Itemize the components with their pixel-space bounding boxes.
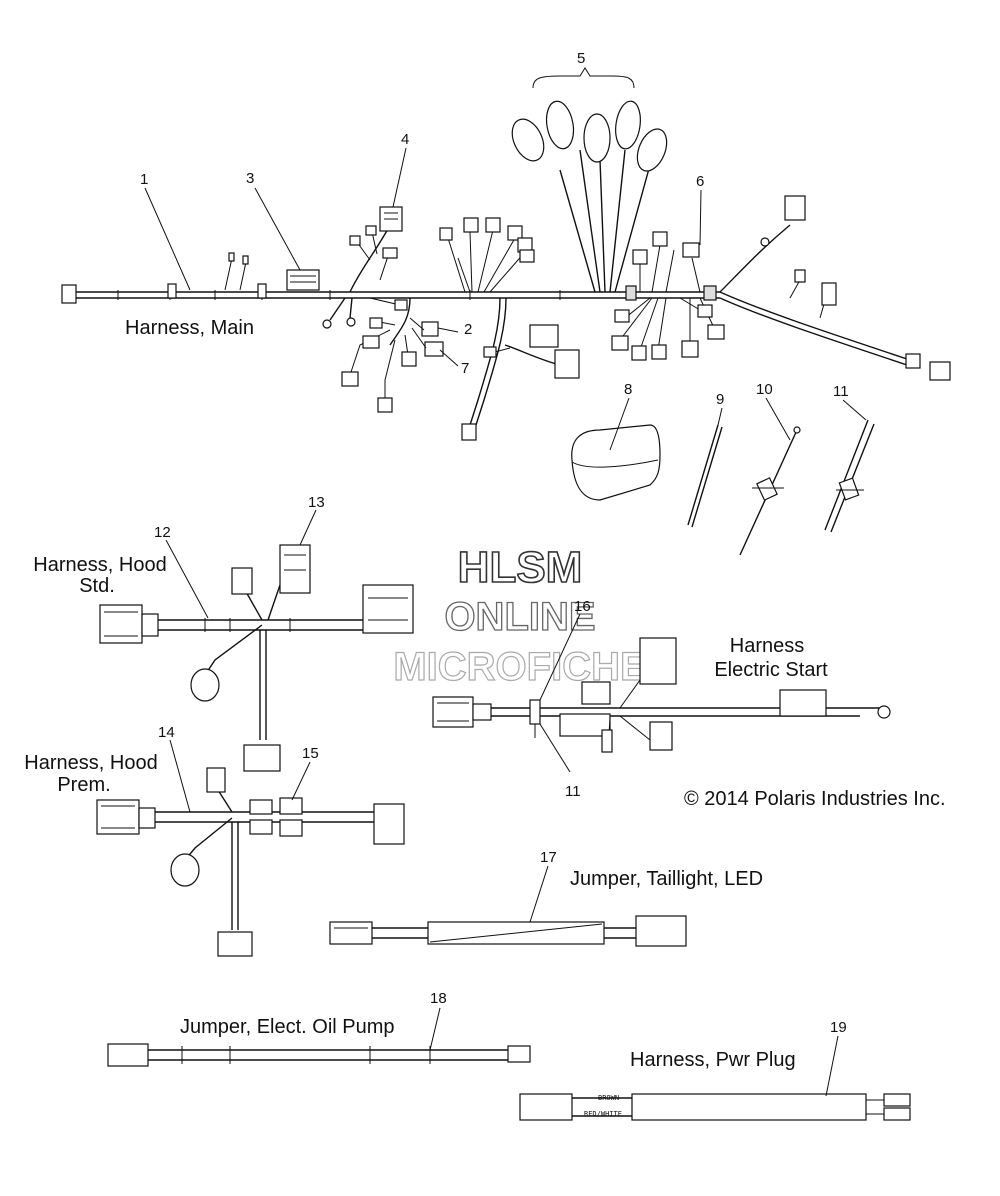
part-labels: Harness, Main Harness, Hood Std. Harness… <box>24 317 945 1071</box>
jumper-oil-pump <box>107 1043 531 1067</box>
callout-11a: 11 <box>833 383 849 400</box>
callout-15: 15 <box>302 745 319 762</box>
harness-pwr-plug: BROWN RED/WHITE <box>519 1093 911 1121</box>
main-harness-end-connector <box>61 284 77 304</box>
loom-item-8 <box>571 424 661 501</box>
callout-11b: 11 <box>565 783 581 800</box>
jumper-taillight-right-connector <box>635 915 687 947</box>
tie-strap-item-10 <box>739 426 801 556</box>
jumper-taillight-left-connector <box>329 921 373 945</box>
hood-std-harness <box>99 544 414 772</box>
label-electric-start-1: Harness <box>730 635 804 657</box>
connector-item-6 <box>682 242 700 258</box>
label-hood-std-1: Harness, Hood <box>33 554 166 576</box>
electric-start-harness <box>432 637 891 753</box>
connector-item-7 <box>424 341 444 357</box>
callout-9: 9 <box>716 391 724 408</box>
hood-prem-harness <box>96 767 405 957</box>
watermark: HLSM ONLINE MICROFICHE <box>393 542 648 689</box>
label-jumper-taillight: Jumper, Taillight, LED <box>570 868 763 890</box>
watermark-line-2: ONLINE <box>444 595 595 639</box>
hood-prem-right-connector <box>373 803 405 845</box>
label-jumper-oil-pump: Jumper, Elect. Oil Pump <box>180 1016 395 1038</box>
callout-14: 14 <box>158 724 175 741</box>
callout-7: 7 <box>461 360 469 377</box>
hood-std-right-connector <box>362 584 414 634</box>
label-hood-prem-2: Prem. <box>57 774 110 796</box>
jumper-oil-pump-left-connector <box>107 1043 149 1067</box>
callout-18: 18 <box>430 990 447 1007</box>
tie-strap-item-9 <box>687 424 723 528</box>
callout-19: 19 <box>830 1019 847 1036</box>
electric-start-left-connector <box>432 696 474 728</box>
callout-12: 12 <box>154 524 171 541</box>
label-harness-main: Harness, Main <box>125 317 254 339</box>
bracket-item-5 <box>532 67 635 89</box>
connector-item-3 <box>286 269 320 291</box>
callout-1: 1 <box>140 171 148 188</box>
hood-prem-left-connector <box>96 799 140 835</box>
connector-item-15 <box>279 797 303 815</box>
callout-6: 6 <box>696 173 704 190</box>
wire-label-red-white: RED/WHITE <box>584 1110 622 1118</box>
callout-10: 10 <box>756 381 773 398</box>
callout-3: 3 <box>246 170 254 187</box>
clip-item-11 <box>824 419 875 533</box>
label-hood-std-2: Std. <box>79 575 115 597</box>
leader-lines <box>144 147 867 1097</box>
copyright-notice: © 2014 Polaris Industries Inc. <box>684 788 946 810</box>
callout-4: 4 <box>401 131 409 148</box>
electric-start-right-connector <box>779 689 827 717</box>
pwr-plug-sleeve <box>631 1093 867 1121</box>
hood-std-left-connector <box>99 604 143 644</box>
label-hood-prem-1: Harness, Hood <box>24 752 157 774</box>
label-harness-pwr-plug: Harness, Pwr Plug <box>630 1049 796 1071</box>
main-harness <box>61 67 951 441</box>
label-electric-start-2: Electric Start <box>714 659 828 681</box>
jumper-taillight <box>329 915 687 947</box>
watermark-line-1: HLSM <box>458 543 583 592</box>
callout-8: 8 <box>624 381 632 398</box>
callout-16: 16 <box>574 598 591 615</box>
callout-17: 17 <box>540 849 557 866</box>
coil-item-5 <box>511 100 668 172</box>
pwr-plug-connector <box>519 1093 573 1121</box>
wire-label-brown: BROWN <box>598 1094 619 1102</box>
callout-5: 5 <box>577 50 585 67</box>
callout-numbers: 1 2 3 4 5 6 7 8 9 10 11 11 12 13 14 15 1… <box>140 50 849 1036</box>
callout-2: 2 <box>464 321 472 338</box>
connector-item-2 <box>421 321 439 337</box>
callout-13: 13 <box>308 494 325 511</box>
jumper-oil-pump-right-connector <box>507 1045 531 1063</box>
connector-item-13 <box>279 544 311 594</box>
